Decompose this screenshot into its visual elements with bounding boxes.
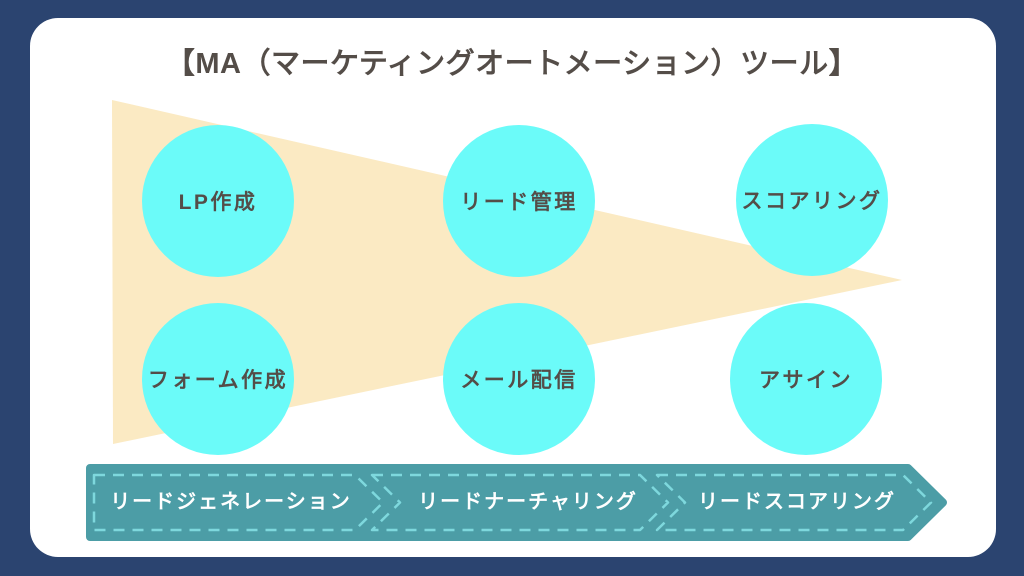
tool-label: リード管理 [460,191,578,214]
tool-circle-assign: アサイン [730,303,882,455]
stage-label-lead-generation: リードジェネレーション [110,491,352,513]
stage-segment-outline-1 [92,473,385,532]
stage-segment-outline-2 [370,473,670,532]
tool-label: スコアリング [741,190,883,213]
stage-arrow-banner [86,464,947,541]
page-title: 【MA（マーケティングオートメーション）ツール】 [165,48,859,80]
tool-label: LP作成 [178,191,258,214]
tool-circle-scoring: スコアリング [736,124,888,276]
tool-label: フォーム作成 [147,369,289,392]
stage-label-lead-nurturing: リードナーチャリング [418,491,638,513]
tool-circle-form: フォーム作成 [142,303,294,455]
tool-label: メール配信 [460,369,578,392]
tool-label: アサイン [759,369,853,392]
stage-label-lead-scoring: リードスコアリング [698,491,896,513]
stage-segment-outline-3 [655,473,933,532]
tool-circle-mail: メール配信 [443,303,595,455]
tool-circle-lp: LP作成 [142,125,294,277]
tool-circle-lead-management: リード管理 [443,125,595,277]
